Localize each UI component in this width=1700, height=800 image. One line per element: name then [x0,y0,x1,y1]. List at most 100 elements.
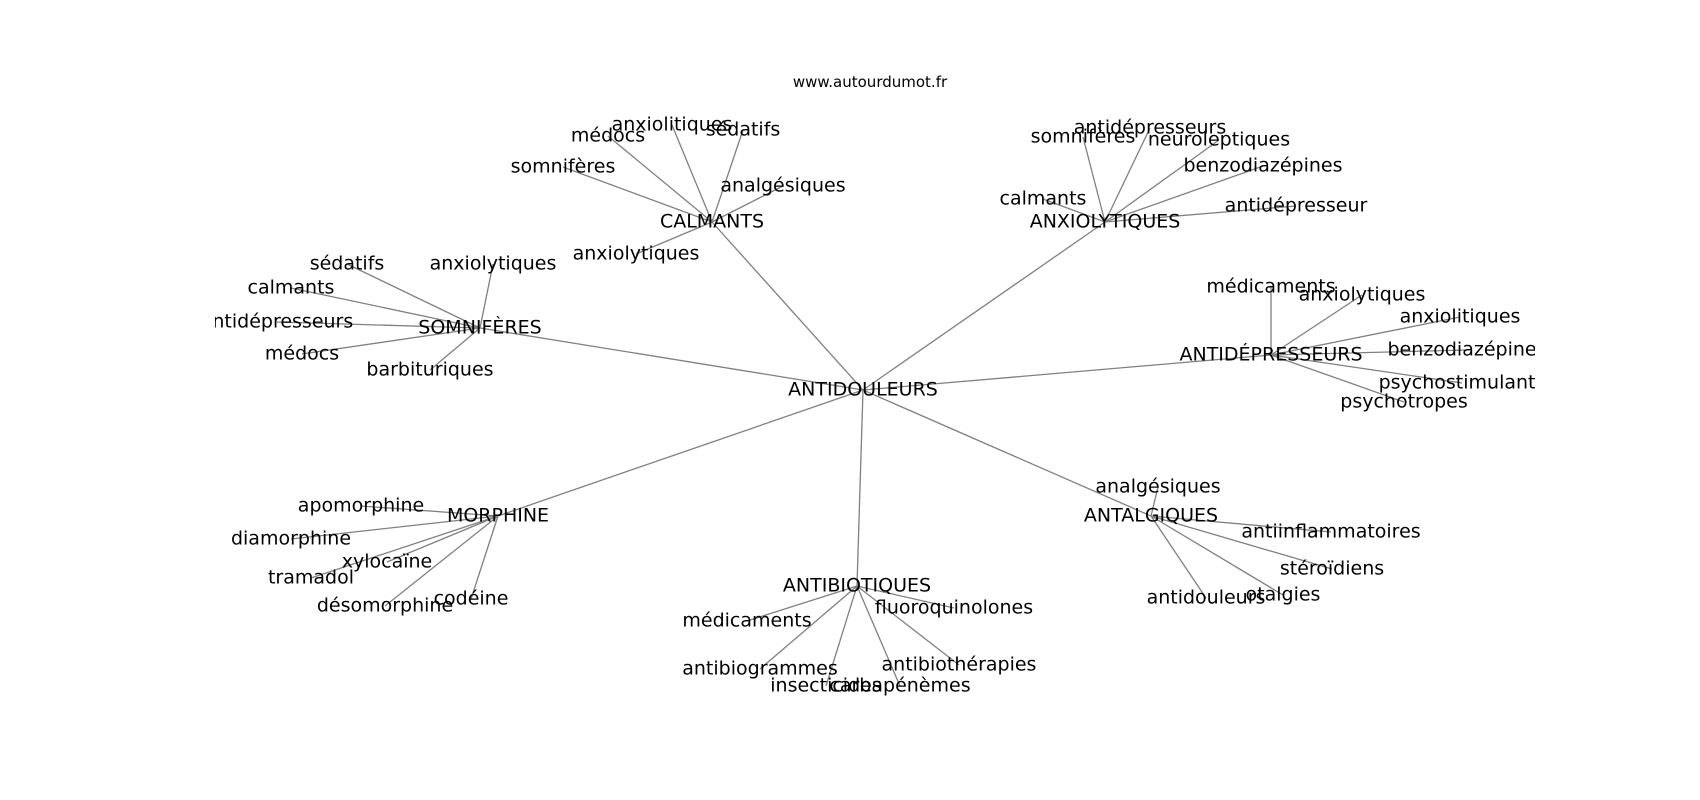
edge-hub-to-leaf [479,263,494,329]
hub-node-label: ANTIBIOTIQUES [783,575,931,597]
leaf-node-label: codéine [434,588,509,610]
leaf-node-label: apomorphine [298,495,424,517]
edge-hub-to-leaf [562,166,713,223]
edge-hub-to-leaf [1270,294,1363,356]
edge-hub-to-leaf [1270,349,1468,356]
edge-center-to-hub [711,221,864,391]
leaf-node-label: barbituriques [366,359,493,381]
leaf-node-label: antibiothérapies [882,654,1037,676]
edge-hub-to-leaf [607,135,713,223]
edge-hub-to-leaf [1270,354,1405,403]
edge-hub-to-leaf [384,515,499,607]
hub-node-label: SOMNIFÈRES [418,316,541,339]
edge-hub-to-leaf [711,185,784,223]
leaf-node-label: psychotropes [1340,391,1467,413]
edge-hub-to-leaf [386,515,499,563]
edge-center-to-hub [497,389,864,517]
leaf-node-label: antidépresseurs [1074,117,1227,139]
hub-node-label: ANTALGIQUES [1084,505,1218,527]
leaf-node-label: tramadol [268,567,354,589]
edge-center-to-hub [862,354,1272,391]
leaf-node-label: otalgies [1246,584,1321,606]
leaf-node-label: psychostimulants [1379,372,1546,394]
edges [276,124,1468,687]
leaf-node-label: calmants [248,277,335,299]
edge-hub-to-leaf [301,327,481,355]
edge-hub-to-leaf [1150,515,1207,599]
leaf-node-label: somnifères [1031,126,1136,148]
leaf-node-label: xylocaïne [342,551,433,573]
leaf-node-label: diamorphine [231,528,351,550]
leaf-node-label: benzodiazépines [1183,155,1342,177]
edge-center-to-hub [862,221,1106,391]
edge-hub-to-leaf [360,505,499,517]
edge-hub-to-leaf [1104,139,1220,223]
leaf-node-label: médocs [571,125,645,147]
edge-hub-to-leaf [1104,127,1151,223]
leaf-node-label: désomorphine [317,595,453,617]
leaf-node-label: antiinflammatoires [1241,521,1420,543]
leaf-node-label: sédatifs [706,119,781,141]
leaf-node-label: fluoroquinolones [875,597,1033,619]
leaf-node-label: antidouleurs [1147,587,1266,609]
edge-hub-to-leaf [1270,316,1461,356]
edge-hub-to-leaf [1150,515,1332,533]
edge-hub-to-leaf [856,585,901,687]
center-node-label: ANTIDOULEURS [788,379,938,401]
leaf-node-label: anxiolytiques [1299,284,1426,306]
edge-hub-to-leaf [1104,165,1264,223]
leaf-node-label: anxiolytiques [430,253,557,275]
edge-center-to-hub [856,389,864,587]
edge-hub-to-leaf [825,585,858,687]
leaf-node-label: anxiolitiques [1400,306,1521,328]
edge-center-to-hub [479,327,864,391]
hub-node-label: CALMANTS [660,211,764,233]
leaf-node-label: anxiolitiques [612,114,733,136]
leaf-node-label: antidépresseurs [201,311,354,333]
edge-hub-to-leaf [711,129,744,223]
edge-hub-to-leaf [1082,136,1106,223]
edge-hub-to-leaf [1270,354,1463,384]
leaf-node-label: antibiogrammes [682,658,838,680]
leaf-node-label: calmants [1000,188,1087,210]
leaf-node-label: anxiolytiques [573,243,700,265]
leaf-node-label: médocs [265,343,339,365]
edge-hub-to-leaf [310,515,499,579]
leaf-node-label: neuroleptiques [1148,129,1290,151]
edge-hub-to-leaf [1150,486,1159,517]
leaf-node-label: stéroïdiens [1280,558,1384,580]
hub-node-label: MORPHINE [447,505,549,527]
edge-hub-to-leaf [635,221,713,255]
leaf-node-label: analgésiques [1095,476,1220,498]
edge-hub-to-leaf [290,515,499,540]
edge-hub-to-leaf [346,263,481,329]
edge-hub-to-leaf [856,585,955,609]
edge-hub-to-leaf [671,124,713,223]
leaf-node-label: sédatifs [310,253,385,275]
edge-hub-to-leaf [746,585,858,622]
leaf-node-label: somnifères [511,156,616,178]
edge-center-to-hub [862,389,1152,517]
leaf-node-label: médicaments [1206,276,1335,298]
edge-hub-to-leaf [276,321,481,329]
edge-hub-to-leaf [1150,515,1284,596]
edge-hub-to-leaf [856,585,960,666]
hub-node-label: ANTIDÉPRESSEURS [1179,343,1362,366]
edge-hub-to-leaf [1042,198,1106,223]
leaf-node-label: antidépresseur [1225,195,1368,217]
hub-node-label: ANXIOLYTIQUES [1030,211,1181,233]
leaf-node-label: insecticides [770,675,881,697]
edge-hub-to-leaf [290,287,481,329]
edge-hub-to-leaf [1150,515,1333,570]
edge-hub-to-leaf [429,327,481,371]
leaf-node-label: carbapénèmes [829,675,970,697]
edge-hub-to-leaf [470,515,499,600]
leaf-node-label: médicaments [682,610,811,632]
leaf-node-label: analgésiques [720,175,845,197]
source-label: www.autourdumot.fr [793,73,948,91]
edge-hub-to-leaf [1104,205,1297,223]
edge-hub-to-leaf [759,585,858,670]
leaf-node-label: benzodiazépines [1387,339,1546,361]
